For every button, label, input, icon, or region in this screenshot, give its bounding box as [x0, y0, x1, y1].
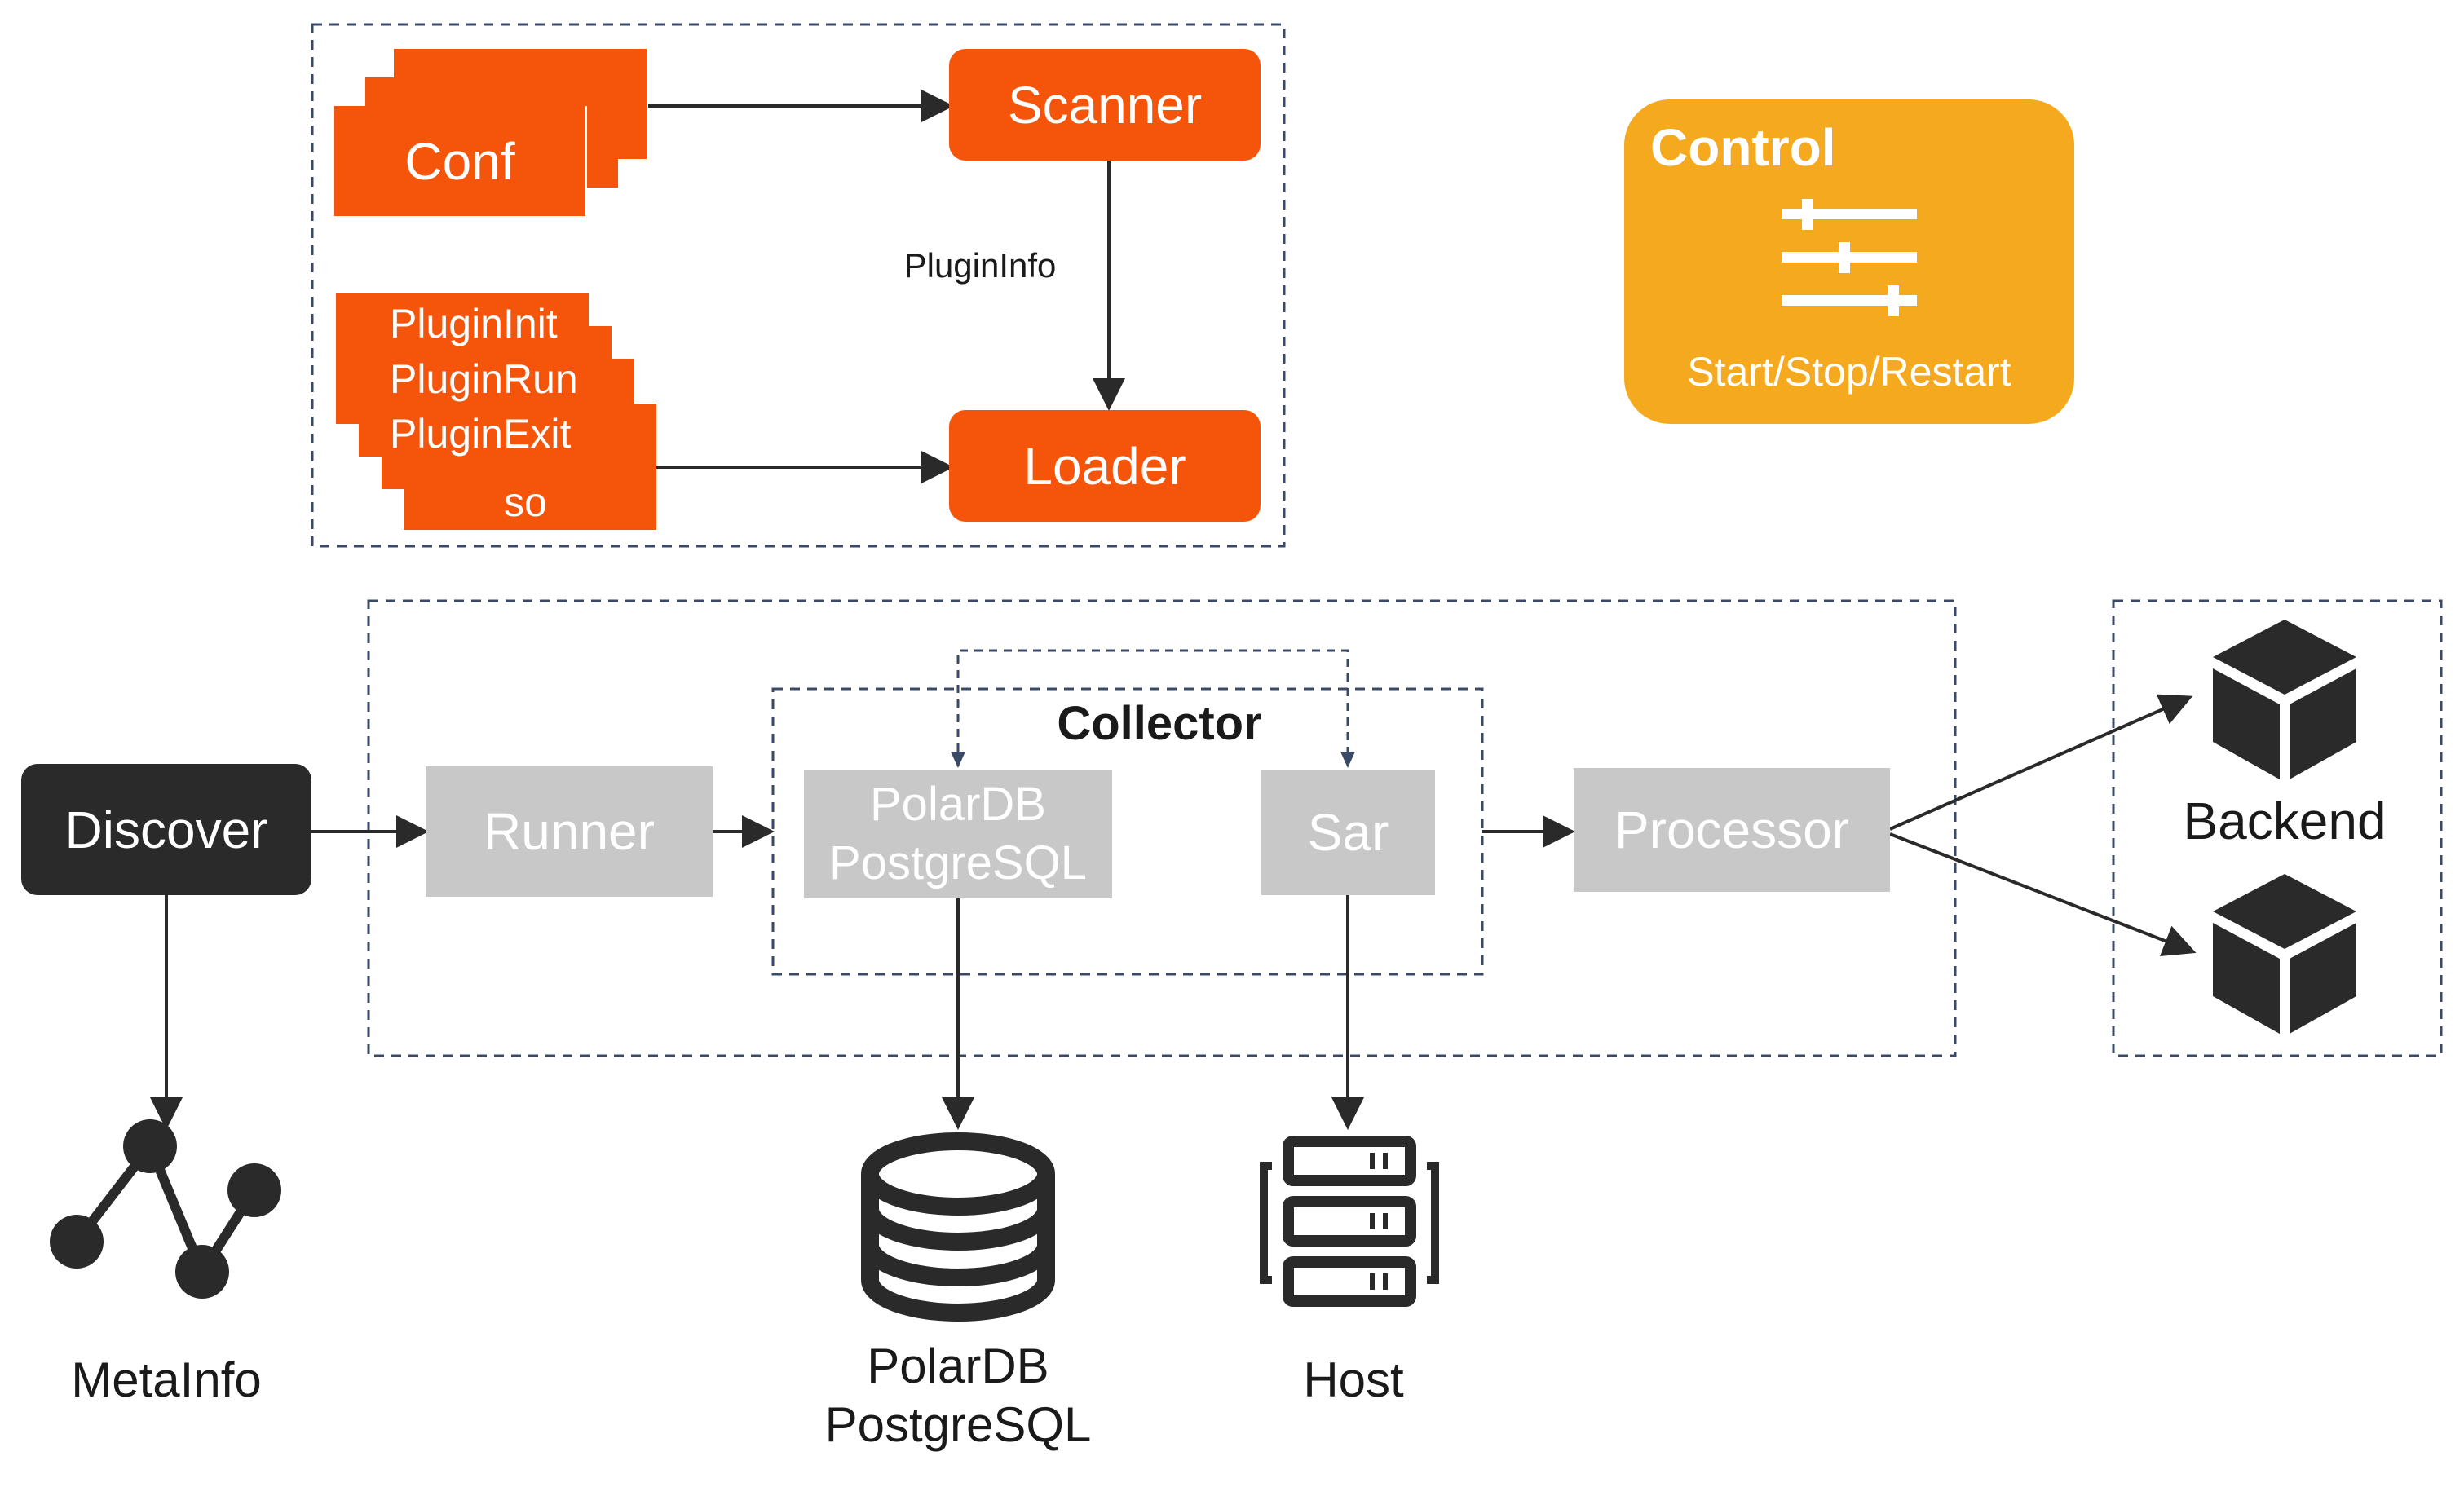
arrow-processor-backend-top [1889, 694, 2193, 831]
loader-box: Loader [949, 410, 1261, 522]
collector-title: Collector [1057, 697, 1262, 750]
backend-label: Backend [2183, 792, 2387, 850]
runner-label: Runner [484, 802, 655, 861]
database-label-line2: PostgreSQL [824, 1397, 1092, 1452]
scanner-box: Scanner [949, 49, 1261, 161]
sar-label: Sar [1307, 803, 1389, 862]
plugin-exit-label: PluginExit [390, 411, 572, 457]
loader-label: Loader [1023, 436, 1186, 496]
conf-label: Conf [404, 131, 515, 191]
cube-icon [2213, 874, 2356, 1034]
runner-box: Runner [426, 766, 713, 897]
server-rack-icon [1260, 1136, 1439, 1307]
host-label: Host [1303, 1352, 1404, 1407]
control-panel: Control Start/Stop/Restart [1624, 99, 2074, 424]
backend-group-frame [2112, 599, 2443, 1057]
plugin-init-label: PluginInit [390, 301, 558, 346]
dashed-loop-arrowhead-right [1340, 752, 1355, 768]
scanner-label: Scanner [1007, 75, 1203, 135]
polardb-collector-line2: PostgreSQL [829, 836, 1087, 889]
plugin-stack-step-1 [336, 293, 589, 424]
database-label: PolarDB PostgreSQL [795, 1337, 1121, 1454]
plugin-run-label: PluginRun [390, 356, 578, 402]
control-subtitle: Start/Stop/Restart [1687, 349, 2011, 395]
arrow-processor-backend-bottom [1889, 832, 2197, 957]
discover-label: Discover [64, 800, 268, 859]
polardb-collector-line1: PolarDB [870, 777, 1046, 831]
plugin-so-label: so [504, 479, 547, 525]
graph-nodes-icon [50, 1119, 281, 1299]
polardb-collector-box: PolarDB PostgreSQL [804, 770, 1112, 898]
sliders-icon [1782, 199, 1917, 316]
sar-box: Sar [1261, 770, 1435, 895]
processor-label: Processor [1614, 801, 1850, 859]
plugin-group-frame [311, 23, 1286, 548]
dashed-loop-arrowhead-left [951, 752, 965, 768]
processor-box: Processor [1574, 768, 1890, 892]
dashed-loop-arrow [956, 649, 1349, 766]
conf-box: Conf [334, 106, 587, 216]
discover-box: Discover [21, 764, 311, 895]
database-icon [861, 1132, 1055, 1322]
control-title: Control [1650, 118, 1836, 177]
pipeline-group-frame [367, 599, 1957, 1057]
cube-icon [2213, 620, 2356, 779]
metainfo-label: MetaInfo [71, 1352, 262, 1407]
database-label-line1: PolarDB [867, 1339, 1049, 1393]
plugininfo-label: PluginInfo [903, 246, 1057, 285]
